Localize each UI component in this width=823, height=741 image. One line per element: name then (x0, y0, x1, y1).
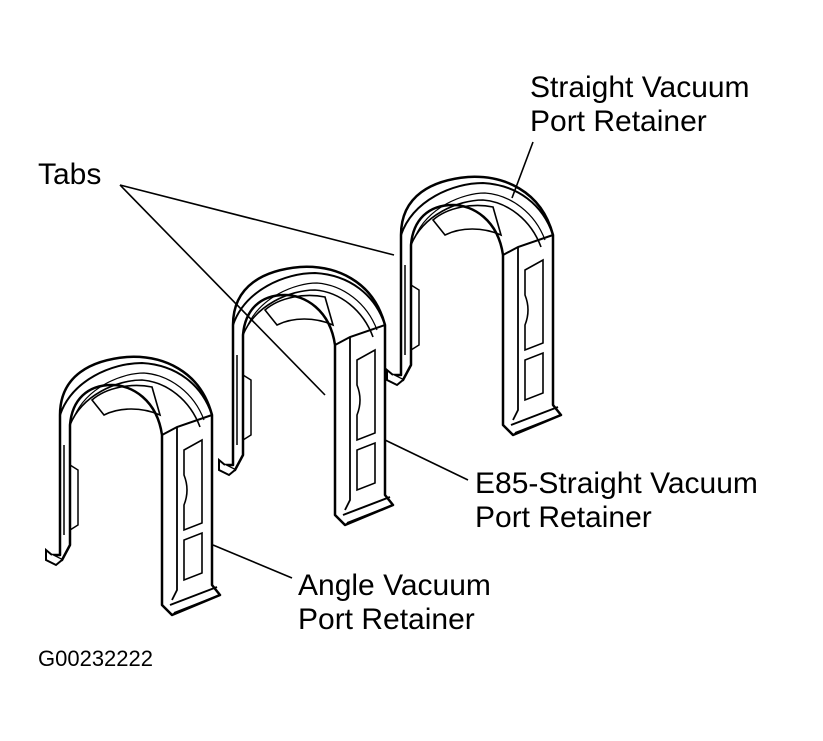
leader-tabs-to-e85 (119, 184, 326, 396)
label-e85-straight-vacuum-port-retainer: E85-Straight Vacuum Port Retainer (475, 467, 758, 535)
leader-angle (212, 544, 293, 579)
label-line: E85-Straight Vacuum (475, 467, 758, 500)
leader-straight (511, 141, 534, 199)
label-line: Port Retainer (530, 105, 707, 138)
label-angle-vacuum-port-retainer: Angle Vacuum Port Retainer (298, 569, 491, 637)
leader-tabs-to-straight (119, 184, 395, 256)
e85-straight-vacuum-port-retainer-drawing (217, 265, 395, 527)
label-tabs: Tabs (38, 158, 102, 191)
label-line: Port Retainer (298, 603, 475, 636)
figure-id: G00232222 (38, 646, 153, 671)
label-line: Port Retainer (475, 501, 652, 534)
label-line: Angle Vacuum (298, 569, 491, 602)
angle-vacuum-port-retainer-drawing (44, 355, 222, 617)
label-line: Straight Vacuum (530, 71, 750, 104)
leader-e85 (384, 439, 469, 481)
label-straight-vacuum-port-retainer: Straight Vacuum Port Retainer (530, 71, 750, 139)
straight-vacuum-port-retainer-drawing (385, 175, 563, 437)
